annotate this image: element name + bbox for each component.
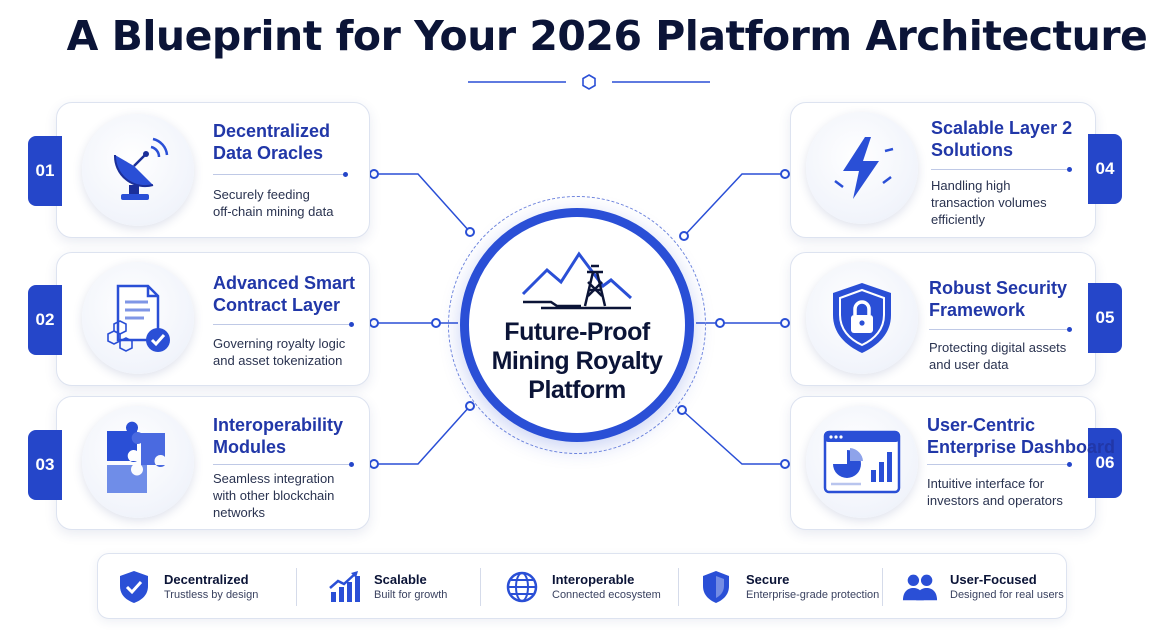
feature-separator bbox=[296, 568, 297, 606]
icon-circle bbox=[82, 262, 194, 374]
card-divider bbox=[927, 462, 1072, 467]
feature-separator bbox=[480, 568, 481, 606]
hub-label: Future-Proof Mining Royalty Platform bbox=[491, 317, 663, 404]
card-divider bbox=[929, 327, 1072, 332]
smart-contract-icon bbox=[107, 284, 170, 352]
growth-chart-icon bbox=[329, 571, 360, 602]
hub-dashed-ring bbox=[448, 196, 706, 454]
satellite-dish-icon bbox=[113, 137, 169, 200]
card-divider bbox=[213, 322, 354, 327]
card-number-badge: 03 bbox=[28, 430, 62, 500]
feature-separator bbox=[678, 568, 679, 606]
icon-circle bbox=[806, 262, 918, 374]
title-divider bbox=[468, 74, 710, 90]
feature-separator bbox=[882, 568, 883, 606]
card-number-badge: 04 bbox=[1088, 134, 1122, 204]
card-number-badge: 06 bbox=[1088, 428, 1122, 498]
shield-icon bbox=[703, 571, 729, 603]
card-number-badge: 05 bbox=[1088, 283, 1122, 353]
hexagon-icon bbox=[582, 74, 596, 90]
card-divider bbox=[213, 462, 354, 467]
icon-circle bbox=[806, 406, 918, 518]
central-hub: Future-Proof Mining Royalty Platform bbox=[460, 208, 694, 442]
page-title: A Blueprint for Your 2026 Platform Archi… bbox=[66, 12, 1148, 60]
globe-icon bbox=[506, 571, 538, 603]
lightning-icon bbox=[834, 137, 894, 199]
shield-lock-icon bbox=[833, 283, 891, 353]
icon-circle bbox=[82, 406, 194, 518]
mine-tower-icon bbox=[521, 250, 633, 309]
card-number-badge: 02 bbox=[28, 285, 62, 355]
card-divider bbox=[213, 172, 348, 177]
shield-check-icon bbox=[120, 571, 148, 603]
icon-circle bbox=[806, 112, 918, 224]
puzzle-pieces-icon bbox=[107, 421, 165, 493]
icon-circle bbox=[82, 114, 194, 226]
card-divider bbox=[931, 167, 1072, 172]
card-number-badge: 01 bbox=[28, 136, 62, 206]
dashboard-icon bbox=[823, 430, 901, 494]
users-icon bbox=[902, 574, 938, 601]
